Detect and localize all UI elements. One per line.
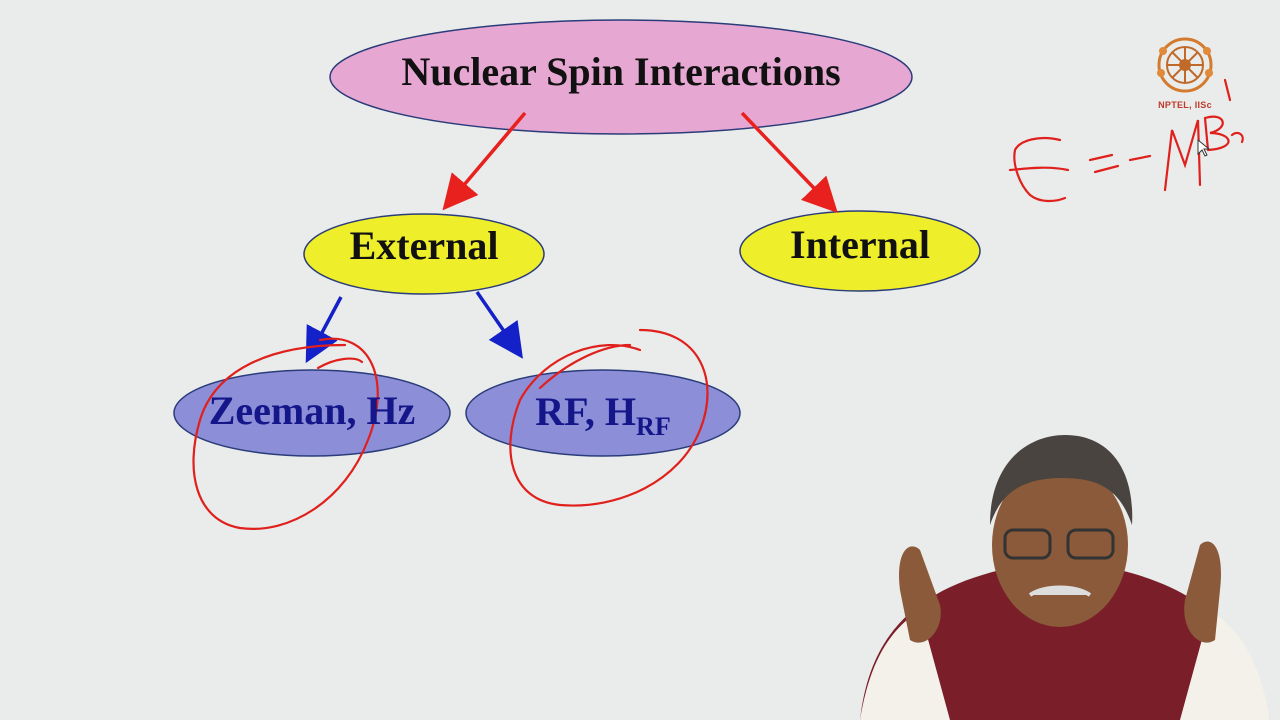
tick-rf bbox=[538, 343, 632, 390]
edge-external-rf bbox=[475, 291, 523, 359]
tick-zeeman bbox=[316, 357, 364, 370]
node-internal bbox=[739, 210, 981, 292]
presenter-body bbox=[860, 570, 1270, 720]
presenter-head bbox=[992, 463, 1128, 627]
mouse-cursor-icon bbox=[1197, 138, 1211, 157]
edge-root-external bbox=[442, 111, 527, 211]
edge-root-internal bbox=[740, 111, 838, 214]
handwritten-E bbox=[1008, 136, 1070, 203]
presenter-hair bbox=[990, 435, 1133, 525]
presenter-left-hand bbox=[899, 546, 941, 643]
node-external-label: External bbox=[349, 223, 499, 268]
node-rf-label-main: RF, H bbox=[535, 389, 637, 434]
node-zeeman bbox=[173, 369, 451, 457]
presenter-right-hand bbox=[1184, 541, 1221, 643]
circle-around-rf bbox=[509, 328, 709, 507]
node-rf bbox=[465, 369, 741, 457]
handwritten-minus bbox=[1128, 154, 1152, 162]
handwritten-B0 bbox=[1203, 78, 1244, 152]
handwritten-equals bbox=[1088, 153, 1120, 174]
nptel-logo-text: NPTEL, IISc bbox=[1158, 100, 1212, 110]
node-root bbox=[329, 19, 913, 135]
node-rf-label: RF, HRF bbox=[465, 392, 741, 440]
node-internal-label: Internal bbox=[790, 222, 930, 267]
presenter-video bbox=[860, 435, 1270, 720]
circle-around-zeeman bbox=[192, 337, 379, 530]
presenter-shirt bbox=[860, 610, 1270, 720]
node-external bbox=[303, 213, 545, 295]
node-zeeman-label: Zeeman, Hz bbox=[208, 388, 416, 433]
presenter-glasses bbox=[1003, 528, 1052, 560]
node-root-label: Nuclear Spin Interactions bbox=[401, 49, 841, 94]
node-rf-label-subscript: RF bbox=[636, 412, 671, 441]
nptel-wheel-icon bbox=[1157, 37, 1213, 93]
handwritten-mu bbox=[1163, 119, 1202, 192]
edge-external-zeeman bbox=[305, 296, 343, 364]
